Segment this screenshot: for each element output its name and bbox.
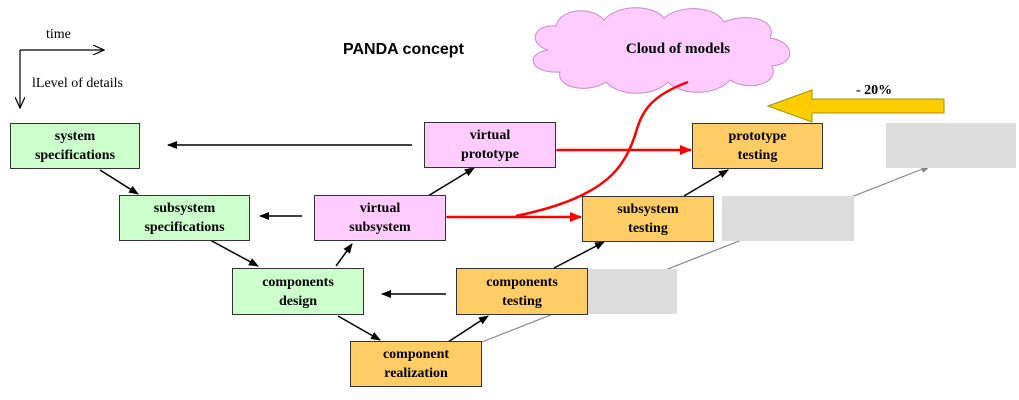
node-virtual-subsystem[interactable]: virtual subsystem xyxy=(314,195,446,241)
arrow-subsystem-testing-to-prototype-testing xyxy=(683,169,729,197)
node-system-specifications[interactable]: system specifications xyxy=(10,123,140,169)
cloud-link-curve xyxy=(515,80,689,218)
node-subsystem-testing[interactable]: subsystem testing xyxy=(582,196,714,242)
time-axis-label: time xyxy=(46,27,71,42)
ghost-box-subsystem xyxy=(722,196,854,241)
arrow-system-to-subsystem-spec xyxy=(99,169,139,195)
node-components-testing[interactable]: components testing xyxy=(456,268,588,315)
arrow-components-design-to-virtual-subsystem xyxy=(335,243,353,267)
arrow-subsystem-spec-to-components-design xyxy=(209,239,259,267)
node-subsystem-specifications[interactable]: subsystem specifications xyxy=(119,195,250,241)
cloud-label: Cloud of models xyxy=(625,41,731,57)
arrow-components-design-to-realization xyxy=(337,315,381,341)
node-virtual-prototype[interactable]: virtual prototype xyxy=(424,122,556,168)
node-component-realization[interactable]: component realization xyxy=(350,341,482,387)
arrow-components-testing-to-subsystem-testing xyxy=(553,241,605,269)
reduction-arrow xyxy=(766,89,945,123)
ghost-box-prototype xyxy=(886,123,1016,168)
cloud-shape xyxy=(532,7,791,94)
ghost-box-components xyxy=(588,269,677,314)
arrow-virtual-subsystem-to-virtual-prototype xyxy=(427,167,475,197)
detail-axis-label: lLevel of details xyxy=(32,76,123,91)
arrow-realization-to-components-testing xyxy=(447,315,489,343)
node-prototype-testing[interactable]: prototype testing xyxy=(692,123,823,169)
node-components-design[interactable]: components design xyxy=(232,268,364,315)
diagram-title: PANDA concept xyxy=(343,41,464,58)
shifted-timeline-arrow xyxy=(481,165,931,343)
reduction-label: - 20% xyxy=(856,83,893,98)
